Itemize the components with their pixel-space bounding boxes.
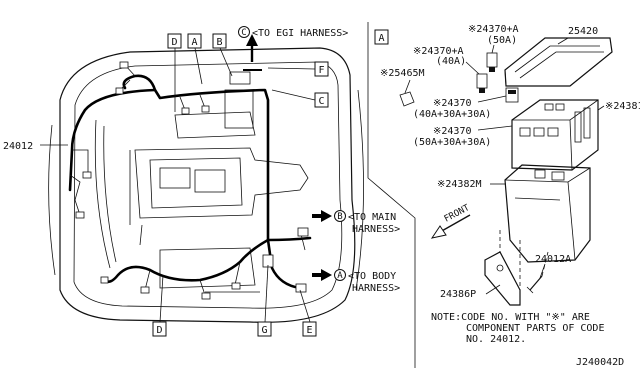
fuse-40a bbox=[476, 73, 488, 93]
svg-text:A: A bbox=[378, 33, 384, 44]
part-number-fuse-block-b: ※24370 bbox=[433, 126, 471, 137]
panel-divider bbox=[367, 22, 416, 368]
body-harness-arrow bbox=[312, 269, 332, 281]
callout-a-top: A bbox=[187, 33, 202, 49]
main-harness-arrow bbox=[312, 210, 332, 222]
callout-d-top: D bbox=[167, 33, 182, 49]
svg-text:G: G bbox=[261, 325, 267, 336]
part-number-fuse-block-a: ※24370 bbox=[433, 98, 471, 109]
callout-g: G bbox=[257, 321, 272, 337]
svg-text:A: A bbox=[337, 271, 343, 281]
svg-text:D: D bbox=[156, 325, 162, 336]
callout-b-top: B bbox=[212, 33, 227, 49]
fuse-block-a bbox=[505, 87, 519, 103]
to-main-harness-label: B <TO MAIN HARNESS> bbox=[334, 210, 400, 235]
callout-e: E bbox=[302, 321, 317, 337]
callout-f: F bbox=[314, 61, 329, 77]
engine-transmission bbox=[129, 71, 309, 293]
front-direction-arrow: FRONT bbox=[430, 203, 472, 239]
main-harness bbox=[68, 64, 312, 296]
part-number-24012a: 24012A bbox=[535, 254, 571, 265]
part-number-fuse-40a: ※24370+A bbox=[413, 46, 464, 57]
svg-text:E: E bbox=[306, 325, 312, 336]
svg-text:<TO EGI HARNESS>: <TO EGI HARNESS> bbox=[252, 28, 348, 39]
fuse-block-b-rating: (50A+30A+30A) bbox=[413, 137, 491, 148]
svg-text:HARNESS>: HARNESS> bbox=[352, 224, 400, 235]
part-number-fuse-50a: ※24370+A bbox=[468, 24, 519, 35]
harness-connectors bbox=[75, 61, 309, 300]
svg-text:COMPONENT PARTS OF CODE: COMPONENT PARTS OF CODE bbox=[466, 323, 604, 334]
callout-d-bottom: D bbox=[152, 321, 167, 337]
svg-text:<TO BODY: <TO BODY bbox=[348, 271, 396, 282]
svg-text:HARNESS>: HARNESS> bbox=[352, 283, 400, 294]
fuse-block-a-rating: (40A+30A+30A) bbox=[413, 109, 491, 120]
svg-text:B: B bbox=[216, 37, 222, 48]
fuse-40a-rating: (40A) bbox=[436, 56, 466, 67]
to-egi-harness-label: C <TO EGI HARNESS> bbox=[238, 26, 348, 39]
fuse-50a bbox=[486, 52, 498, 72]
part-number-24381: ※24381 bbox=[605, 101, 640, 112]
svg-text:A: A bbox=[191, 37, 197, 48]
diagram-code: J240042D bbox=[576, 357, 624, 368]
svg-text:FRONT: FRONT bbox=[443, 203, 472, 225]
fuse-box-cover bbox=[504, 37, 613, 87]
fuse-50a-rating: (50A) bbox=[487, 35, 517, 46]
svg-text:F: F bbox=[318, 65, 324, 76]
svg-text:NO. 24012.: NO. 24012. bbox=[466, 334, 526, 345]
egi-arrow bbox=[243, 34, 262, 71]
svg-text:C: C bbox=[318, 96, 324, 107]
part-number-24382m: ※24382M bbox=[437, 179, 482, 190]
callout-a-panel: A bbox=[374, 29, 389, 45]
bracket bbox=[484, 230, 521, 306]
svg-text:NOTE:CODE NO. WITH "※" ARE: NOTE:CODE NO. WITH "※" ARE bbox=[431, 312, 590, 323]
to-body-harness-label: A <TO BODY HARNESS> bbox=[334, 269, 400, 294]
svg-text:B: B bbox=[337, 212, 342, 222]
svg-text:<TO MAIN: <TO MAIN bbox=[348, 212, 396, 223]
callout-c: C bbox=[314, 92, 329, 108]
svg-text:C: C bbox=[241, 28, 246, 38]
bolt bbox=[526, 251, 549, 294]
svg-text:D: D bbox=[171, 37, 177, 48]
part-number-25420: 25420 bbox=[568, 26, 598, 37]
vehicle-body-outline bbox=[48, 47, 364, 323]
fuse-small bbox=[399, 91, 415, 107]
leader-lines bbox=[40, 47, 316, 323]
part-number-24386p: 24386P bbox=[440, 289, 476, 300]
relay-box bbox=[511, 99, 599, 171]
part-number-25465m: ※25465M bbox=[380, 68, 425, 79]
part-number-24012: 24012 bbox=[3, 141, 33, 152]
footnote: NOTE:CODE NO. WITH "※" ARE COMPONENT PAR… bbox=[431, 312, 604, 345]
fuse-holder bbox=[504, 164, 591, 263]
